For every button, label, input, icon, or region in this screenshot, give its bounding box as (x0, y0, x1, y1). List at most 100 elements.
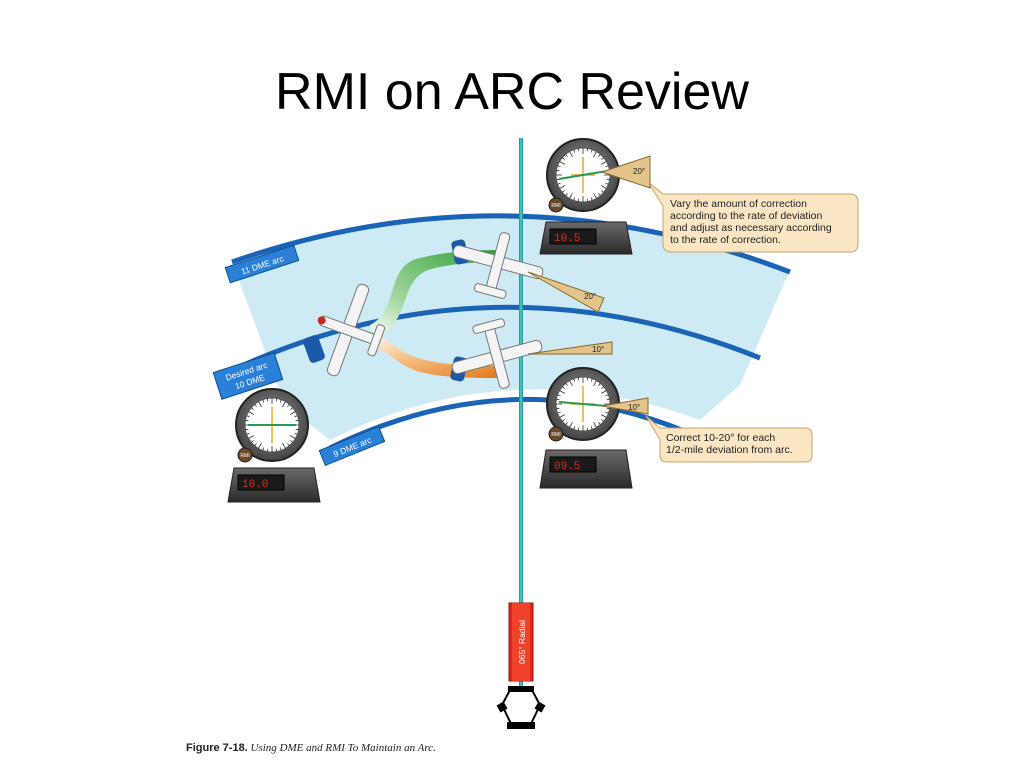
green-correction-tape (370, 250, 498, 338)
rmi-tick (279, 399, 282, 403)
upper-callout-line: according to the rate of deviation (670, 210, 823, 222)
rmi-tick (559, 161, 566, 165)
rmi-tick (593, 192, 597, 199)
rmi-tick (600, 390, 607, 394)
rmi-tick (600, 185, 607, 189)
rmi-tick (605, 411, 609, 414)
rmi-lower-badge: RMI (551, 432, 560, 438)
rmi-tick (598, 422, 601, 425)
rmi-tick (279, 447, 282, 451)
desired-arc-10-dme (226, 304, 761, 375)
rmi-left-badge: RMI (240, 453, 249, 459)
upper-angle-wedge (527, 271, 605, 313)
rmi-tick (601, 190, 604, 193)
upper-wedge-label: 20° (584, 292, 596, 301)
rmi-tick (598, 193, 601, 196)
rmi-tick (577, 377, 580, 381)
rmi-tick (562, 157, 565, 160)
rmi-tick (606, 178, 610, 181)
rmi-tick (559, 390, 566, 394)
rmi-tick (559, 185, 566, 189)
radial-tag-text: 065° Radial (517, 620, 527, 664)
rmi-tick (557, 394, 561, 397)
rmi-tick (295, 428, 299, 431)
rmi-tick (598, 154, 601, 157)
rmi-tick (556, 407, 560, 410)
airplane-upper (452, 232, 544, 299)
rmi-tick (573, 149, 576, 153)
upper-rmi-angle-wedge (600, 155, 651, 189)
left-track-band (303, 335, 325, 363)
rmi-tick (556, 398, 560, 401)
rmi-tick (600, 161, 607, 165)
rmi-tick (246, 415, 250, 418)
rmi-tick (282, 442, 286, 449)
rmi-tick (275, 398, 278, 402)
lower-callout-box (645, 415, 813, 463)
rmi-tick (557, 182, 561, 185)
rmi-tick (569, 192, 573, 199)
airplane-lower (451, 318, 543, 389)
lower-angle-wedge (527, 341, 613, 355)
rmi-tick (573, 197, 576, 201)
rmi-tick (266, 398, 269, 402)
rmi-tick (562, 419, 565, 422)
rmi-tick (258, 401, 262, 408)
rmi-tick (593, 380, 597, 387)
rmi-tick (577, 148, 580, 152)
vor-station-symbol (496, 686, 546, 729)
rmi-tick (275, 448, 278, 452)
rmi-tick (586, 427, 589, 431)
rmi-tick (258, 442, 262, 449)
rmi-upper: RMI (546, 138, 620, 213)
lower-rmi-angle-wedge (601, 397, 649, 415)
rmi-tick (248, 435, 255, 439)
dme-lower-readout: 09.5 (554, 461, 580, 473)
rmi-tick (254, 443, 257, 446)
rmi-tick (287, 443, 290, 446)
rmi-tick (606, 398, 610, 401)
rmi-tick (565, 422, 568, 425)
rmi-tick (282, 401, 286, 408)
rmi-tick (556, 178, 560, 181)
rmi-tick (605, 165, 609, 168)
rmi-tick (600, 414, 607, 418)
rmi-tick (577, 427, 580, 431)
rmi-tick (287, 404, 290, 407)
figure-caption: Figure 7-18. Using DME and RMI To Mainta… (186, 742, 436, 754)
rmi-tick (262, 447, 265, 451)
rmi-tick (251, 440, 254, 443)
rmi-tick (569, 151, 573, 158)
rmi-tick (586, 198, 589, 202)
dme-display-left: 10.0 (227, 467, 321, 503)
rmi-tick (562, 190, 565, 193)
figure-caption-label: Figure 7-18. (186, 742, 248, 754)
rmi-tick (248, 411, 255, 415)
rmi-tick (246, 432, 250, 435)
rmi-tick (601, 157, 604, 160)
rmi-tick (573, 378, 576, 382)
rmi-tick (593, 421, 597, 428)
lower-callout-line: Correct 10-20° for each (666, 432, 776, 444)
rmi-tick (586, 377, 589, 381)
rmi-tick (586, 148, 589, 152)
lower-callout-text: Correct 10-20° for each 1/2-mile deviati… (666, 432, 793, 456)
desired-arc-label: Desired arc 10 DME (212, 352, 284, 400)
rmi-tick (601, 419, 604, 422)
rmi-tick (557, 165, 561, 168)
rmi-tick (605, 182, 609, 185)
rmi-tick (557, 411, 561, 414)
rmi-tick (294, 415, 298, 418)
rmi-upper-ticks (556, 148, 610, 202)
rmi-tick (559, 414, 566, 418)
rmi-tick (601, 386, 604, 389)
rmi-tick (245, 419, 249, 422)
lower-wedge-label: 10° (592, 345, 604, 354)
rmi-tick (590, 149, 593, 153)
rmi-tick (573, 426, 576, 430)
rmi-left: RMI (235, 388, 309, 463)
dme-left-readout: 10.0 (242, 479, 268, 491)
rmi-tick (294, 432, 298, 435)
dme-display-lower: 09.5 (539, 449, 633, 489)
rmi-tick (590, 426, 593, 430)
